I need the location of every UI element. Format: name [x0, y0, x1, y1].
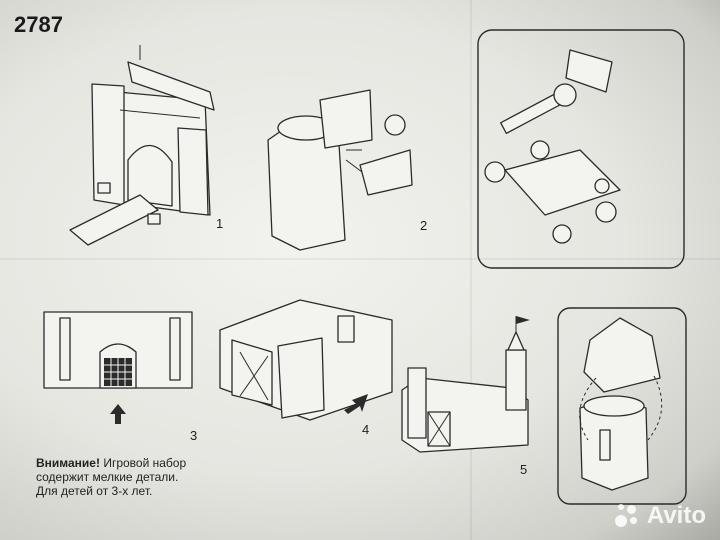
- warning-line2: содержит мелкие детали.: [36, 470, 179, 484]
- warning-line1: Игровой набор: [99, 456, 187, 470]
- step4-castle-walls: [219, 299, 393, 421]
- step-number-1: 1: [216, 216, 224, 231]
- safety-warning: Внимание! Игровой набор содержит мелкие …: [36, 456, 226, 498]
- catapult-assembly: [484, 49, 621, 244]
- arrow-left-icon: [344, 394, 368, 414]
- panel-frame-catapult: [477, 29, 685, 269]
- warning-title: Внимание!: [36, 456, 100, 470]
- step-number-4: 4: [362, 422, 370, 437]
- fold-crease: [470, 0, 472, 540]
- tower-roof-detail: [579, 317, 663, 491]
- product-code: 2787: [14, 12, 63, 37]
- arrow-up-icon: [110, 404, 126, 424]
- step1-gate-wall: [69, 45, 215, 246]
- step-number-5: 5: [520, 462, 528, 477]
- step5-assembled-castle: [401, 316, 530, 453]
- step-number-2: 2: [420, 218, 428, 233]
- avito-logo-icon: [614, 503, 641, 529]
- warning-line3: Для детей от 3-х лет.: [36, 484, 153, 498]
- watermark-text: Avito: [646, 502, 706, 529]
- step-number-3: 3: [190, 428, 198, 443]
- step3-wall-grate: [43, 311, 193, 424]
- fold-crease: [0, 258, 720, 260]
- avito-watermark: Avito: [614, 502, 706, 530]
- step2-tower-mechanism: [267, 89, 413, 251]
